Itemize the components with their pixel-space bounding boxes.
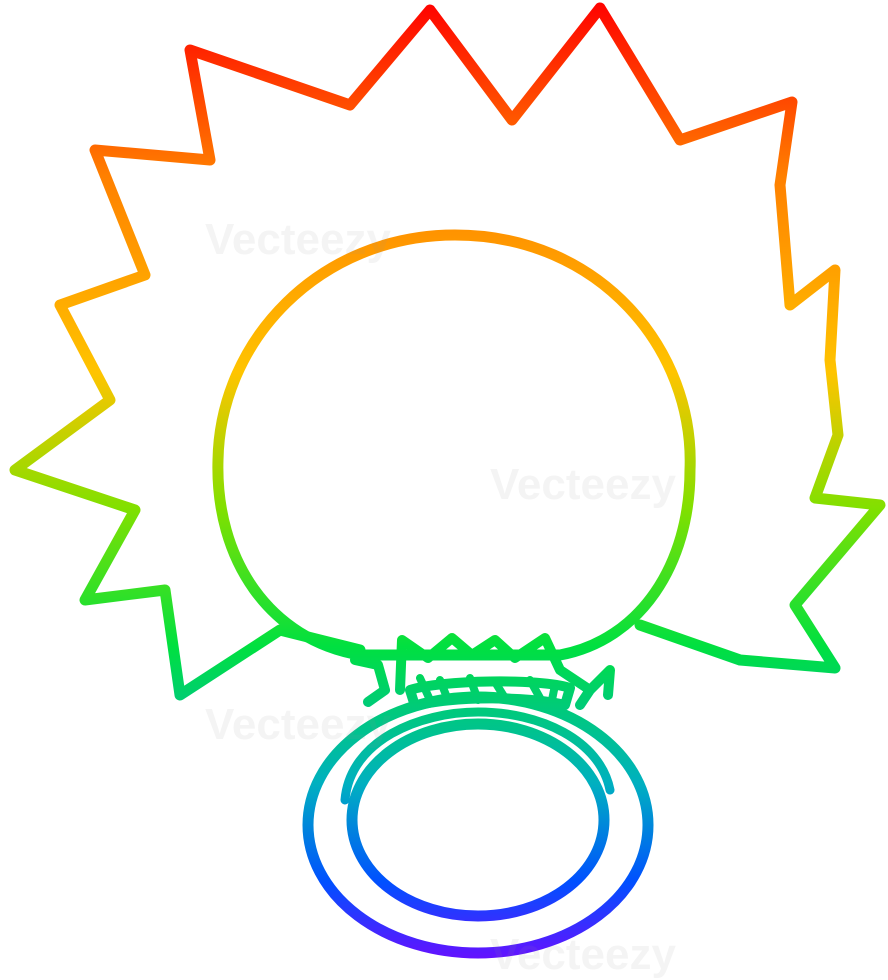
gem-circle <box>212 229 696 661</box>
ring-band-inner-highlight <box>340 707 615 805</box>
ring-band-outer <box>302 691 654 959</box>
prong-setting-outline <box>350 633 615 710</box>
ring-band-inner <box>346 718 610 922</box>
sparkle-burst-outline <box>9 2 886 701</box>
prong-marks <box>416 674 559 704</box>
